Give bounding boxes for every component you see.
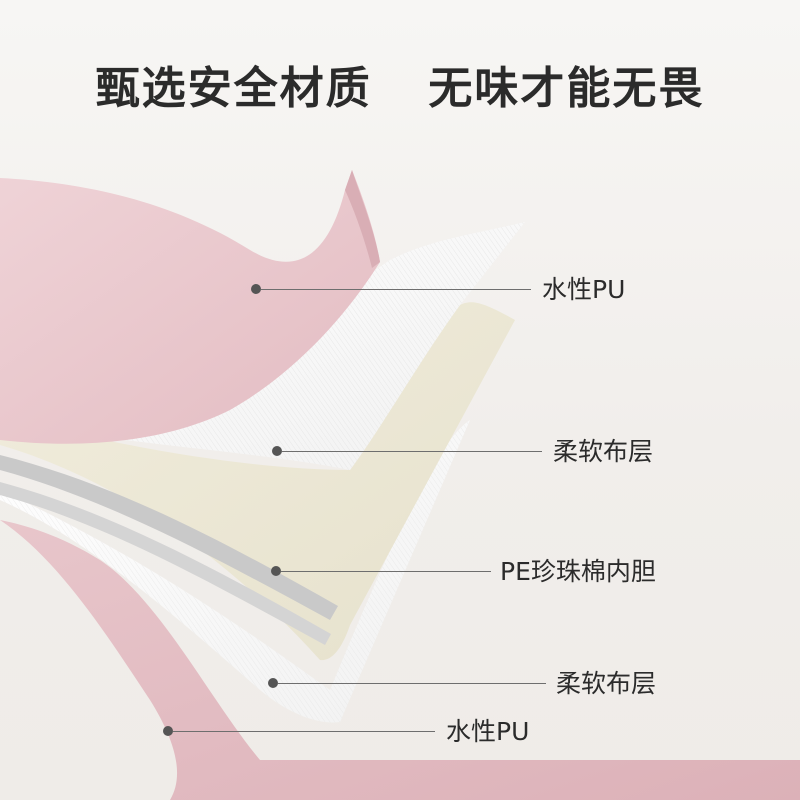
layer-label-2: 柔软布层	[553, 437, 654, 466]
callout-line-1	[261, 289, 531, 290]
callout-line-4	[278, 683, 546, 684]
callout-dot-1	[251, 284, 261, 294]
headline-right: 无味才能无畏	[428, 63, 705, 114]
top-pu-sheet	[0, 170, 380, 444]
callout-line-3	[281, 571, 491, 572]
bottom-pu-sheet	[0, 520, 800, 800]
callout-line-5	[173, 731, 435, 732]
callout-dot-3	[271, 566, 281, 576]
callout-line-2	[282, 451, 542, 452]
layer-label-3: PE珍珠棉内胆	[500, 557, 656, 586]
layer-label-5: 水性PU	[446, 717, 530, 746]
headline-left: 甄选安全材质	[95, 63, 372, 114]
layer-label-4: 柔软布层	[556, 669, 657, 698]
callout-dot-2	[272, 446, 282, 456]
callout-dot-4	[268, 678, 278, 688]
headline: 甄选安全材质 无味才能无畏	[0, 52, 800, 116]
callout-dot-5	[163, 726, 173, 736]
pe-stripe-2	[0, 482, 331, 645]
layer-label-1: 水性PU	[542, 275, 626, 304]
pe-foam-core	[0, 302, 515, 661]
pe-stripe-1	[0, 455, 338, 620]
